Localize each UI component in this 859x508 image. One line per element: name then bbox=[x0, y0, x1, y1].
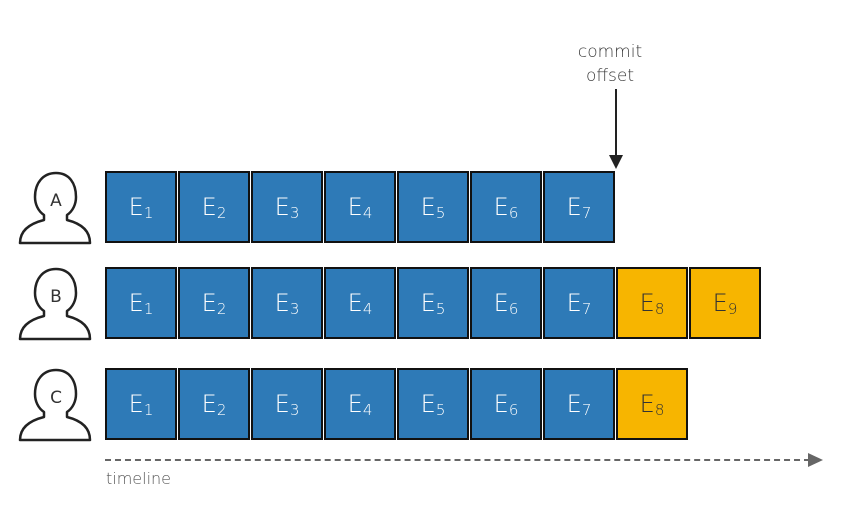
consumer-c-avatar-icon: C bbox=[18, 368, 92, 442]
commit-offset-label: commit offset bbox=[555, 40, 665, 88]
event-letter: E bbox=[639, 289, 655, 317]
event-index: 4 bbox=[362, 300, 373, 318]
event-index: 4 bbox=[362, 204, 373, 222]
event-letter: E bbox=[128, 390, 144, 418]
event-letter: E bbox=[201, 289, 217, 317]
event-index: 7 bbox=[581, 300, 592, 318]
timeline-axis bbox=[105, 459, 810, 461]
commit-offset-arrow-line bbox=[615, 89, 617, 157]
event-index: 8 bbox=[654, 300, 665, 318]
event-index: 2 bbox=[216, 300, 227, 318]
event-index: 1 bbox=[143, 401, 154, 419]
consumer-b-label: B bbox=[50, 287, 62, 307]
event-letter: E bbox=[420, 193, 436, 221]
event-letter: E bbox=[639, 390, 655, 418]
event-index: 5 bbox=[435, 300, 446, 318]
event-letter: E bbox=[274, 289, 290, 317]
event-letter: E bbox=[566, 390, 582, 418]
event-index: 2 bbox=[216, 204, 227, 222]
event-letter: E bbox=[201, 390, 217, 418]
commit-offset-label-line1: commit bbox=[577, 42, 643, 62]
event-index: 5 bbox=[435, 204, 446, 222]
commit-offset-label-line2: offset bbox=[585, 66, 635, 86]
event-index: 6 bbox=[508, 300, 519, 318]
event-index: 6 bbox=[508, 401, 519, 419]
event-letter: E bbox=[493, 193, 509, 221]
event-letter: E bbox=[347, 390, 363, 418]
consumer-b-avatar-icon: B bbox=[18, 267, 92, 341]
event-index: 5 bbox=[435, 401, 446, 419]
event-index: 4 bbox=[362, 401, 373, 419]
event-letter: E bbox=[493, 390, 509, 418]
event-letter: E bbox=[712, 289, 728, 317]
event-letter: E bbox=[347, 289, 363, 317]
event-letter: E bbox=[128, 289, 144, 317]
consumer-c-label: C bbox=[50, 388, 62, 408]
event-letter: E bbox=[566, 193, 582, 221]
event-letter: E bbox=[274, 193, 290, 221]
event-index: 3 bbox=[289, 204, 300, 222]
event-letter: E bbox=[420, 289, 436, 317]
event-index: 2 bbox=[216, 401, 227, 419]
event-letter: E bbox=[566, 289, 582, 317]
commit-offset-arrow-head bbox=[609, 155, 623, 169]
event-letter: E bbox=[201, 193, 217, 221]
consumer-a-label: A bbox=[50, 191, 62, 211]
consumer-a-avatar-icon: A bbox=[18, 171, 92, 245]
timeline-arrow-head bbox=[808, 453, 823, 467]
event-index: 8 bbox=[654, 401, 665, 419]
event-letter: E bbox=[420, 390, 436, 418]
event-index: 1 bbox=[143, 204, 154, 222]
event-index: 7 bbox=[581, 401, 592, 419]
event-letter: E bbox=[347, 193, 363, 221]
event-index: 3 bbox=[289, 300, 300, 318]
event-index: 9 bbox=[727, 300, 738, 318]
timeline-label: timeline bbox=[106, 469, 172, 488]
event-letter: E bbox=[493, 289, 509, 317]
event-letter: E bbox=[128, 193, 144, 221]
event-index: 6 bbox=[508, 204, 519, 222]
event-letter: E bbox=[274, 390, 290, 418]
event-index: 3 bbox=[289, 401, 300, 419]
event-index: 7 bbox=[581, 204, 592, 222]
event-index: 1 bbox=[143, 300, 154, 318]
